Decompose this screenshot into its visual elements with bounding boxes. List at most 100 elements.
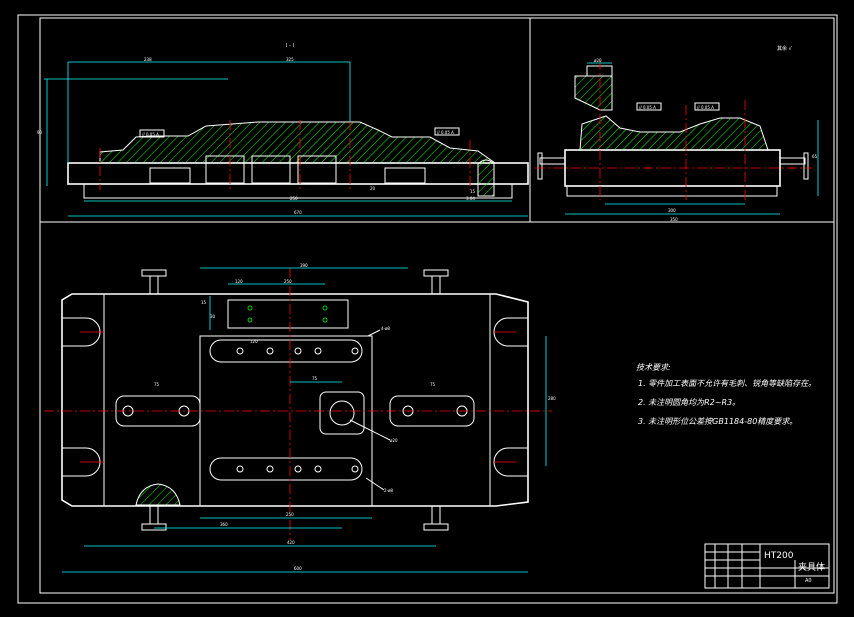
front-hatched-body bbox=[99, 121, 497, 164]
slot-hole-bottom-5 bbox=[351, 465, 359, 473]
front-dim-overall: 670 bbox=[294, 210, 302, 215]
side-clamp-block bbox=[574, 75, 613, 111]
inner-border bbox=[39, 17, 835, 594]
side-knob-left bbox=[537, 152, 543, 180]
plan-view: 4-ø8 ø20 2-ø8 390 120 250 15 30 120 75 7… bbox=[44, 263, 556, 573]
plan-leader-a: 4-ø8 bbox=[381, 326, 390, 331]
title-block-material: HT200 bbox=[764, 551, 794, 561]
front-dim-slot: 20 bbox=[370, 186, 376, 191]
plan-dim-bore: ø20 bbox=[390, 438, 398, 443]
side-tolerance-text-2: // 0.05 A bbox=[697, 105, 714, 110]
plan-slot-plate-top bbox=[209, 339, 363, 363]
front-foot bbox=[83, 183, 513, 199]
plan-knob-top-left bbox=[141, 269, 167, 277]
title-block-name: 夹具体 bbox=[798, 561, 825, 573]
note-item-2: 2. 未注明圆角均为R2~R3。 bbox=[638, 398, 740, 407]
outer-border bbox=[17, 14, 838, 604]
front-right-knob bbox=[477, 159, 495, 197]
front-dim-top-right: 325 bbox=[286, 57, 294, 62]
plan-dim-slot-pitch: 120 bbox=[250, 339, 258, 344]
side-clamp-top bbox=[586, 65, 613, 77]
front-dim-inner: 250 bbox=[290, 196, 298, 201]
roughness-mark: 其余 √ bbox=[777, 45, 793, 52]
plan-dim-right-height: 280 bbox=[548, 396, 556, 401]
slot-hole-top-4 bbox=[314, 347, 322, 355]
slot-hole-bottom-1 bbox=[236, 465, 244, 473]
title-block: HT200 夹具体 A0 bbox=[704, 543, 830, 589]
plan-dim-bottom-a: 250 bbox=[286, 512, 294, 517]
side-view: 其余 √ // 0.05 A // 0.05 A ø20 65 300 350 bbox=[535, 45, 819, 222]
side-handle-right bbox=[779, 157, 806, 165]
plan-knob-bottom-right bbox=[423, 523, 449, 531]
plan-knob-bottom-left bbox=[141, 523, 167, 531]
plan-dim-bottom-b: 360 bbox=[220, 522, 228, 527]
plan-knob-stem-bottom-left bbox=[149, 505, 159, 525]
section-label: I - I bbox=[286, 43, 294, 49]
side-dim-top: ø20 bbox=[594, 58, 602, 63]
slot-hole-top-2 bbox=[266, 347, 274, 355]
note-item-3: 3. 未注明形位公差按GB1184-80精度要求。 bbox=[638, 417, 797, 426]
plan-upper-hole-2 bbox=[247, 317, 253, 323]
side-knob-right bbox=[803, 152, 809, 180]
front-tolerance-frame-1 bbox=[139, 129, 165, 138]
plan-leader-b: 2-ø8 bbox=[384, 488, 393, 493]
front-pocket-3 bbox=[297, 155, 337, 184]
front-dim-top-left: 238 bbox=[144, 57, 152, 62]
front-dim-small-a: 15 bbox=[470, 189, 476, 194]
plan-knob-stem-bottom-right bbox=[431, 505, 441, 525]
plan-dim-slot-2: 75 bbox=[430, 382, 436, 387]
side-foot bbox=[566, 185, 778, 197]
plan-corner-boss bbox=[135, 483, 181, 506]
title-block-sheet: A0 bbox=[805, 578, 812, 584]
side-tolerance-frame-1 bbox=[636, 102, 662, 111]
plan-leader-line-bore bbox=[349, 419, 391, 441]
side-tolerance-frame-2 bbox=[694, 102, 720, 111]
front-pocket-5 bbox=[384, 167, 426, 184]
plan-upper-hole-4 bbox=[322, 317, 328, 323]
plan-slot-plate-bottom bbox=[209, 457, 363, 481]
plan-leader-line-b bbox=[365, 477, 385, 491]
plan-dim-left-a: 15 bbox=[201, 300, 207, 305]
plan-upper-hole-1 bbox=[247, 305, 253, 311]
front-dim-height: 90 bbox=[37, 130, 43, 135]
slot-hole-bottom-3 bbox=[294, 465, 302, 473]
side-handle-left bbox=[539, 157, 566, 165]
front-tolerance-frame-2 bbox=[434, 127, 460, 136]
plan-dim-top-a: 120 bbox=[235, 279, 243, 284]
plan-knob-stem-top-right bbox=[431, 275, 441, 295]
plan-bore bbox=[329, 400, 355, 426]
side-dim-height: 65 bbox=[812, 154, 818, 159]
front-section-view: I - I // 0.05 A // 0.05 A 238 325 9 bbox=[37, 43, 529, 217]
slot-hole-top-3 bbox=[294, 347, 302, 355]
plan-dim-bottom-c: 420 bbox=[287, 540, 295, 545]
title-block-frame bbox=[704, 543, 830, 589]
plan-knob-top-right bbox=[423, 269, 449, 277]
slot-hole-top-5 bbox=[351, 347, 359, 355]
side-dim-bottom-inner: 300 bbox=[668, 208, 676, 213]
plan-dim-left-b: 30 bbox=[210, 314, 216, 319]
plan-slot-holes bbox=[236, 347, 359, 473]
plan-dim-top-b: 250 bbox=[284, 279, 292, 284]
front-pocket-1 bbox=[205, 155, 245, 184]
plan-knob-stem-top-left bbox=[149, 275, 159, 295]
plan-dim-bottom-overall: 600 bbox=[294, 566, 302, 571]
front-pocket-4 bbox=[149, 167, 191, 184]
plan-upper-block bbox=[227, 299, 349, 329]
front-dim-small-b: 3.04 bbox=[466, 196, 475, 201]
slot-hole-top-1 bbox=[236, 347, 244, 355]
side-dim-bottom-overall: 350 bbox=[670, 217, 678, 222]
plan-inner-frame bbox=[199, 335, 373, 507]
plan-upper-hole-3 bbox=[322, 305, 328, 311]
plan-base-plate bbox=[61, 293, 529, 507]
plan-dim-slot-1: 75 bbox=[154, 382, 160, 387]
front-pocket-2 bbox=[251, 155, 291, 184]
slot-hole-bottom-2 bbox=[266, 465, 274, 473]
slot-hole-bottom-4 bbox=[314, 465, 322, 473]
notes-heading: 技术要求: bbox=[636, 363, 671, 372]
note-item-1: 1. 零件加工表面不允许有毛刺、锐角等缺陷存在。 bbox=[638, 379, 816, 388]
technical-notes: 技术要求: 1. 零件加工表面不允许有毛刺、锐角等缺陷存在。 2. 未注明圆角均… bbox=[636, 363, 816, 426]
side-tolerance-text-1: // 0.05 A bbox=[639, 105, 656, 110]
plan-bore-boss bbox=[319, 391, 365, 435]
plan-dim-top-overall: 390 bbox=[300, 263, 308, 268]
